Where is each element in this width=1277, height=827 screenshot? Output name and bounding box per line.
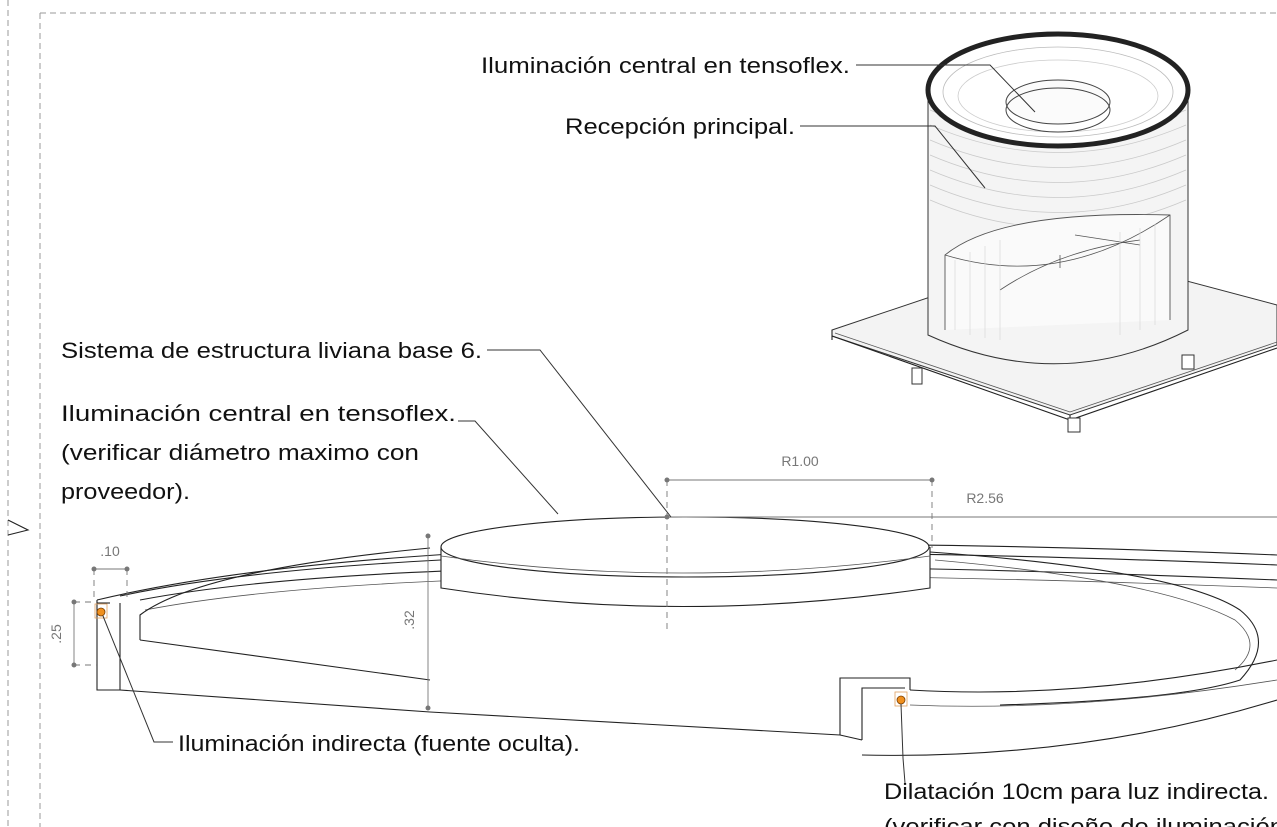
label-central-light-line3: proveedor). (61, 479, 190, 504)
label-central-light-line1: Iluminación central en tensoflex. (61, 401, 456, 426)
annotation-labels: Iluminación central en tensoflex. Recepc… (61, 53, 1277, 827)
dim-radius-inner: R1.00 (781, 453, 819, 469)
light-source-right (896, 695, 906, 705)
leader-lines (102, 64, 1036, 784)
label-structure-system: Sistema de estructura liviana base 6. (61, 338, 482, 363)
dim-total-height: .32 (401, 610, 417, 630)
label-indirect-light: Iluminación indirecta (fuente oculta). (178, 731, 580, 756)
label-dilation-line1: Dilatación 10cm para luz indirecta. (884, 779, 1269, 804)
central-light-ring-3d (1005, 79, 1111, 125)
label-main-reception: Recepción principal. (565, 114, 795, 139)
label-central-light-line2: (verificar diámetro maximo con (61, 440, 419, 465)
sheet-frame (7, 0, 1277, 827)
dimension-lines (71, 477, 1277, 711)
light-source-left (96, 607, 106, 617)
ceiling-section-view (71, 477, 1277, 756)
reception-3d-view (831, 31, 1277, 433)
label-central-light-top: Iluminación central en tensoflex. (481, 53, 850, 78)
dim-gap-width: .10 (100, 543, 120, 559)
dimension-labels: R1.00 R2.56 .10 .25 .32 (48, 453, 1004, 644)
dim-cove-height: .25 (48, 624, 64, 644)
label-dilation-line2: (verificar con diseño de iluminación (884, 814, 1277, 827)
central-disc-top (440, 516, 930, 578)
dim-radius-outer: R2.56 (966, 490, 1004, 506)
